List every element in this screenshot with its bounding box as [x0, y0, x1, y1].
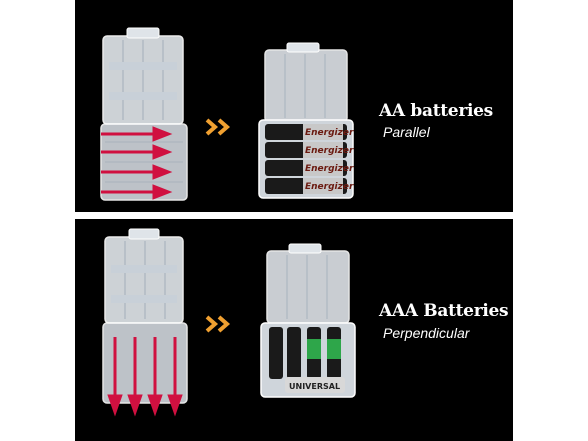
aaa-illustration: UNIVERSAL	[102, 228, 356, 417]
section-title: AAA Batteries	[379, 301, 509, 321]
filled-case-aaa: UNIVERSAL	[260, 243, 356, 398]
perpendicular-arrows	[107, 337, 183, 417]
product-image: Energizer Energizer Energizer Energizer …	[75, 0, 513, 441]
battery-label: UNIVERSAL	[289, 382, 340, 391]
empty-case-aaa	[102, 228, 188, 404]
battery-label: Energizer	[305, 164, 354, 174]
section-subtitle: Parallel	[383, 124, 430, 140]
chevron-right-icon	[205, 315, 231, 333]
aa-illustration: Energizer Energizer Energizer Energizer	[100, 27, 354, 201]
aaa-section: UNIVERSAL AAA Batteries Perpendicular	[75, 219, 513, 441]
chevron-right-icon	[205, 118, 231, 136]
section-subtitle: Perpendicular	[383, 325, 470, 341]
section-title: AA batteries	[379, 101, 493, 121]
battery-label: Energizer	[305, 128, 354, 138]
filled-case-aa: Energizer Energizer Energizer Energizer	[258, 42, 354, 199]
battery-label: Energizer	[305, 182, 354, 192]
battery-label: Energizer	[305, 146, 354, 156]
aa-section: Energizer Energizer Energizer Energizer …	[75, 0, 513, 212]
parallel-arrows	[101, 126, 173, 200]
divider	[75, 212, 513, 219]
empty-case-aa	[100, 27, 188, 201]
